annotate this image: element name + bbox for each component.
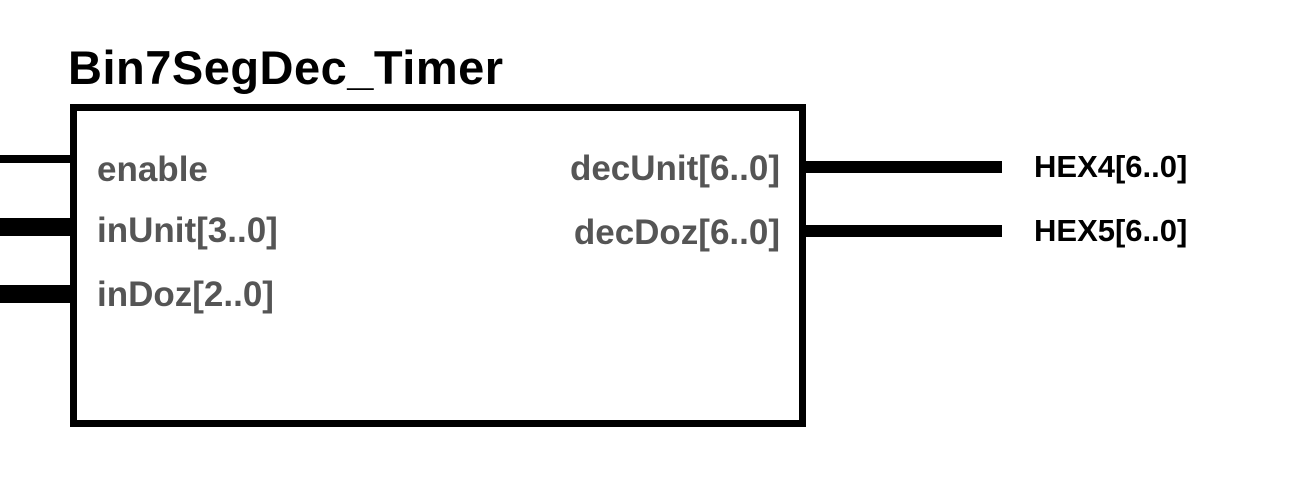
input-port-inunit: inUnit[3..0] <box>97 211 278 250</box>
input-port-enable: enable <box>97 150 208 189</box>
input-wire-enable[interactable] <box>0 155 72 163</box>
block-body[interactable] <box>70 104 806 427</box>
block-title: Bin7SegDec_Timer <box>68 41 504 94</box>
output-port-decunit: decUnit[6..0] <box>569 149 780 188</box>
input-wire-indoz[interactable] <box>0 285 72 303</box>
output-pin-hex5: HEX5[6..0] <box>1034 213 1188 248</box>
output-pin-hex4: HEX4[6..0] <box>1034 149 1188 184</box>
input-port-indoz: inDoz[2..0] <box>97 275 274 314</box>
input-wire-inunit[interactable] <box>0 218 72 236</box>
output-wire-decdoz[interactable] <box>806 225 1002 237</box>
output-wire-decunit[interactable] <box>806 161 1002 173</box>
output-port-decdoz: decDoz[6..0] <box>573 213 780 252</box>
